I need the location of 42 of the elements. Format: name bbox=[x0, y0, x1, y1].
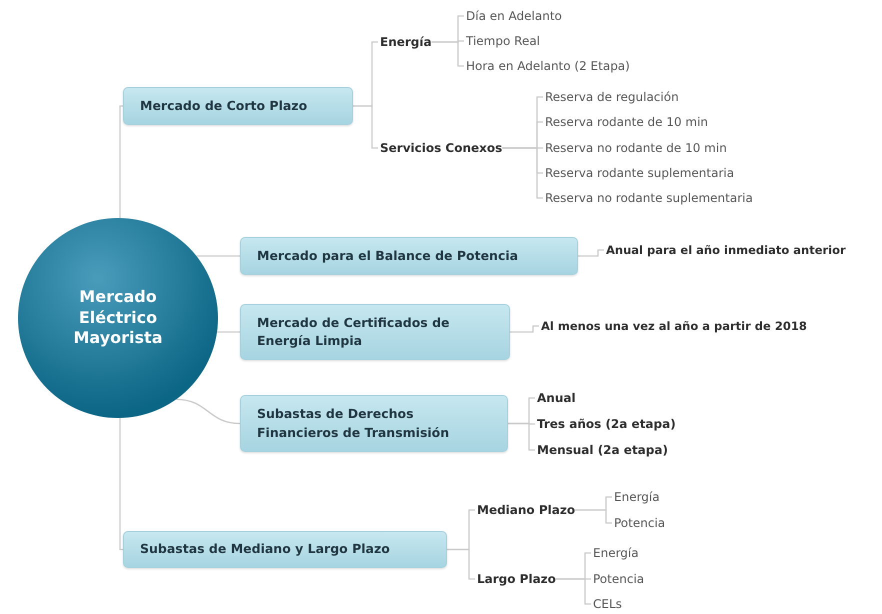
item-label: Día en Adelanto bbox=[466, 9, 562, 23]
branch-box: Mercado de Certificados de Energía Limpia bbox=[240, 304, 510, 360]
item-label: Potencia bbox=[614, 516, 666, 530]
branch-box: Mercado de Corto Plazo bbox=[123, 87, 353, 125]
connector-line bbox=[196, 255, 240, 257]
connector-line bbox=[510, 325, 539, 333]
note-label: Anual para el año inmediato anterior bbox=[606, 243, 846, 257]
subtopic-label: Mensual (2a etapa) bbox=[537, 443, 668, 457]
connector-line bbox=[353, 105, 378, 149]
connector-line bbox=[578, 249, 604, 257]
connector-line bbox=[508, 422, 535, 451]
item-label: Reserva no rodante de 10 min bbox=[545, 141, 727, 155]
subtopic-label: Tres años (2a etapa) bbox=[537, 417, 676, 431]
item-label: Energía bbox=[614, 490, 660, 504]
item-label: Hora en Adelanto (2 Etapa) bbox=[466, 59, 630, 73]
branch-box: Subastas de Mediano y Largo Plazo bbox=[123, 531, 447, 568]
branch-box: Mercado para el Balance de Potencia bbox=[240, 237, 578, 275]
item-label: Tiempo Real bbox=[466, 34, 540, 48]
connector-line bbox=[217, 331, 240, 333]
connector-line bbox=[432, 41, 464, 67]
subtopic-label: Servicios Conexos bbox=[380, 141, 502, 155]
connector-line bbox=[447, 548, 475, 580]
subtopic-label: Energía bbox=[380, 35, 432, 49]
item-label: Potencia bbox=[593, 572, 644, 586]
subtopic-label: Largo Plazo bbox=[477, 572, 556, 586]
item-label: Reserva no rodante suplementaria bbox=[545, 191, 753, 205]
connector-line bbox=[176, 398, 240, 424]
item-label: Energía bbox=[593, 546, 639, 560]
central-topic-circle: Mercado Eléctrico Mayorista bbox=[18, 218, 218, 418]
subtopic-label: Anual bbox=[537, 391, 576, 405]
item-label: Reserva rodante suplementaria bbox=[545, 166, 734, 180]
connector-line bbox=[556, 578, 591, 605]
item-label: Reserva rodante de 10 min bbox=[545, 115, 708, 129]
branch-box: Subastas de Derechos Financieros de Transmisión bbox=[240, 395, 508, 452]
connector-line bbox=[575, 509, 612, 524]
note-label: Al menos una vez al año a partir de 2018 bbox=[541, 319, 807, 333]
connector-line bbox=[119, 105, 123, 218]
connector-line bbox=[119, 418, 123, 550]
item-label: CELs bbox=[593, 597, 622, 611]
connector-line bbox=[502, 147, 543, 199]
subtopic-label: Mediano Plazo bbox=[477, 503, 576, 517]
item-label: Reserva de regulación bbox=[545, 90, 679, 104]
